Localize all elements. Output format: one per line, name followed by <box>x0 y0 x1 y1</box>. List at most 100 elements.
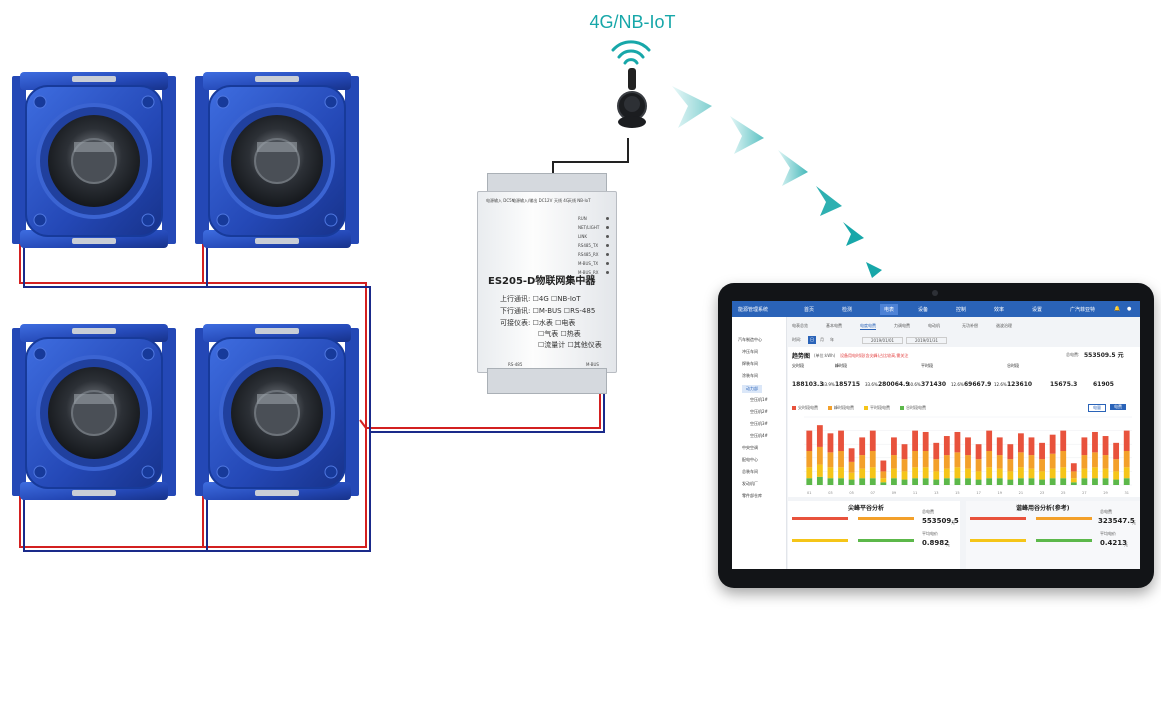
bar-segment <box>901 459 908 472</box>
user-icon[interactable]: ● <box>1127 306 1132 312</box>
bottom-right-label: M-BUS <box>586 362 599 367</box>
sidebar-item[interactable]: 空压机2# <box>750 409 768 414</box>
sidebar-item[interactable]: 涂装车间 <box>742 373 758 378</box>
bar-segment <box>996 468 1003 479</box>
right-avg-unit: 元 <box>1124 542 1128 547</box>
bar-segment <box>1123 451 1130 468</box>
x-tick-label: 27 <box>1082 491 1086 495</box>
led-label: NET/LIGHT <box>578 225 600 230</box>
nav-item[interactable]: 电表 <box>880 304 899 315</box>
bar-segment <box>891 468 897 479</box>
tablet-screen: 能源管理系统 首页 检测 电表 设备 控制 效率 设置 广汽菲亚特 🔔 ● 汽车制造中心冲压… <box>732 301 1140 569</box>
bar-segment <box>954 478 961 485</box>
meter-opt-flow: 流量计 <box>544 341 566 349</box>
bar-segment <box>880 460 887 472</box>
water-meter-2 <box>193 70 361 250</box>
bar-segment <box>922 451 929 468</box>
bar-segment <box>943 468 950 479</box>
x-tick-label: 11 <box>913 491 917 495</box>
nav-item[interactable]: 控制 <box>956 307 967 313</box>
bar-segment <box>859 478 866 485</box>
left-panel-title: 尖峰平谷分析 <box>848 505 885 512</box>
sub-tab[interactable]: 无功补偿 <box>962 323 978 328</box>
period-name: 平时段 <box>921 363 933 368</box>
left-total-value: 553509.5 <box>922 517 959 525</box>
right-total-label: 总电费 <box>1100 509 1112 514</box>
bar-segment <box>1007 471 1014 480</box>
bar-segment <box>806 478 813 485</box>
sidebar-item[interactable]: 发动机厂 <box>742 481 758 486</box>
sub-tab[interactable]: 基本电费 <box>826 323 842 328</box>
period-day-button[interactable]: 日 <box>808 336 816 344</box>
legend-label: 峰时段电费 <box>834 405 854 410</box>
company-name[interactable]: 广汽菲亚特 <box>1070 307 1096 313</box>
nav-item[interactable]: 检测 <box>842 307 853 313</box>
sidebar-item[interactable]: 零件部仓库 <box>742 493 762 498</box>
bar-segment <box>816 476 823 485</box>
sub-tab[interactable]: 谐波治理 <box>996 323 1012 328</box>
bar-segment <box>922 478 929 485</box>
bar-segment <box>827 478 834 485</box>
left-bar-2 <box>858 517 914 520</box>
period-month-button[interactable]: 月 <box>820 337 824 342</box>
sidebar-item[interactable]: 冲压车间 <box>742 349 758 354</box>
concentrator-body: 电源输入 DC5V 电源输入/输出 DC12V 天线 4G 天线 NB-IoT … <box>477 191 617 373</box>
period-name: 尖时段 <box>792 363 804 368</box>
x-tick-label: 09 <box>892 491 896 495</box>
nav-item[interactable]: 效率 <box>994 307 1005 313</box>
bar-segment <box>838 478 844 485</box>
bar-segment <box>943 478 950 485</box>
sidebar-item[interactable]: 焊装车间 <box>742 361 758 366</box>
bar-segment <box>975 471 982 480</box>
sidebar-item[interactable]: 空压机1# <box>750 397 768 402</box>
x-tick-label: 01 <box>807 491 811 495</box>
bar-segment <box>848 461 855 473</box>
toggle-fee-button[interactable]: 电费 <box>1110 404 1126 410</box>
toggle-energy-button[interactable]: 电量 <box>1088 404 1106 412</box>
led-label: RS485_RX <box>578 252 599 257</box>
period-value: 15675.3 <box>1050 381 1078 388</box>
nav-item[interactable]: 首页 <box>804 307 815 313</box>
sidebar-item[interactable]: 总装车间 <box>742 469 758 474</box>
bar-segment <box>859 437 866 456</box>
bar-segment <box>880 478 887 483</box>
sidebar-item[interactable]: 配电中心 <box>742 457 758 462</box>
nav-item[interactable]: 设置 <box>1032 307 1043 313</box>
bar-segment <box>933 479 940 485</box>
antenna-cable <box>552 138 629 182</box>
bar-segment <box>816 425 823 447</box>
period-ratio: 33.9% <box>822 382 835 387</box>
total-fee-label: 总电费: <box>1066 352 1080 357</box>
port3-label: 天线 4G <box>554 198 569 203</box>
period-year-button[interactable]: 年 <box>830 337 834 342</box>
sidebar-item[interactable]: 动力部 <box>742 385 762 393</box>
bar-segment <box>996 455 1003 469</box>
date-to-input[interactable]: 2019/01/31 <box>906 337 948 344</box>
nav-item[interactable]: 设备 <box>918 307 929 313</box>
app-title: 能源管理系统 <box>738 307 769 313</box>
led-label: M-BUS_RX <box>578 270 599 275</box>
led-dot <box>606 226 609 229</box>
led-dot <box>606 253 609 256</box>
port4-label: 天线 NB-IoT <box>568 198 591 203</box>
trend-card: 趋势图 (单位:kWh) 设备用电时段(含尖峰)占比较高,需关注 总电费: 55… <box>788 347 1140 497</box>
bell-icon[interactable]: 🔔 <box>1114 306 1121 312</box>
sub-tab[interactable]: 电表总览 <box>792 323 808 328</box>
bar-segment <box>827 452 834 468</box>
sub-tab[interactable]: 电度电费 <box>860 323 876 330</box>
sidebar-item[interactable]: 空压机3# <box>750 421 768 426</box>
sub-tab[interactable]: 电动机 <box>928 323 940 328</box>
date-from-input[interactable]: 2019/01/01 <box>862 337 904 344</box>
sidebar-item[interactable]: 汽车制造中心 <box>738 337 762 342</box>
sidebar-item[interactable]: 空压机4# <box>750 433 768 438</box>
wires <box>19 232 605 552</box>
sidebar-item[interactable]: 中央空调 <box>742 445 758 450</box>
period-name: 峰时段 <box>835 363 847 368</box>
bar-segment <box>838 467 844 479</box>
sub-tab[interactable]: 力调电费 <box>894 323 910 328</box>
bar-segment <box>1113 479 1120 485</box>
bar-segment <box>1060 430 1067 451</box>
left-bar-4 <box>858 539 914 542</box>
bar-segment <box>880 482 887 485</box>
